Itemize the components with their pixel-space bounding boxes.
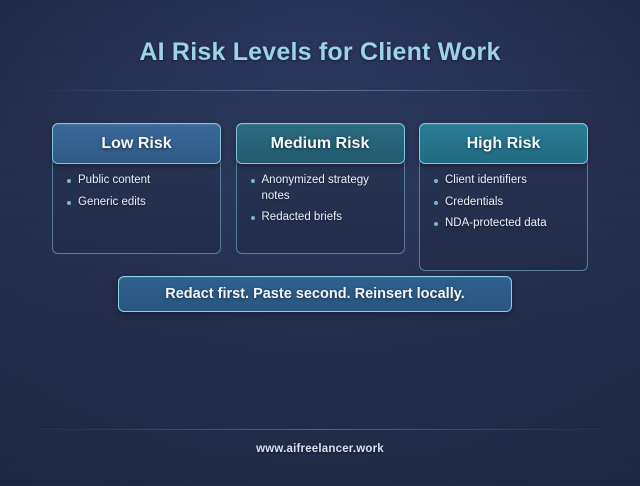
list-item: Client identifiers xyxy=(430,173,577,189)
bullet-dot-icon xyxy=(434,222,438,227)
list-item: Anonymized strategy notes xyxy=(247,173,394,204)
list-item: Public content xyxy=(63,173,210,189)
list-item-label: Credentials xyxy=(445,195,504,208)
bullet-dot-icon xyxy=(67,179,71,183)
bullet-dot-icon xyxy=(250,179,255,183)
list-item-label: Redacted briefs xyxy=(261,211,343,224)
risk-card-high: High Risk Client identifiers Credentials… xyxy=(419,123,588,271)
risk-card-header-medium: Medium Risk xyxy=(235,123,405,164)
risk-card-body-low: Public content Generic edits xyxy=(52,161,221,254)
risk-card-body-high: Client identifiers Credentials NDA-prote… xyxy=(419,161,588,271)
callout-banner: Redact first. Paste second. Reinsert loc… xyxy=(118,276,512,312)
risk-card-low: Low Risk Public content Generic edits xyxy=(52,123,221,254)
bullet-dot-icon xyxy=(434,179,438,183)
footer-divider xyxy=(36,429,604,430)
risk-card-medium: Medium Risk Anonymized strategy notes Re… xyxy=(235,123,405,254)
risk-item-list-low: Public content Generic edits xyxy=(63,173,210,210)
risk-item-list-medium: Anonymized strategy notes Redacted brief… xyxy=(247,173,394,226)
title-divider xyxy=(52,90,588,91)
risk-card-header-high: High Risk xyxy=(419,123,588,164)
bullet-dot-icon xyxy=(434,200,438,205)
bullet-dot-icon xyxy=(250,216,255,221)
list-item-label: NDA-protected data xyxy=(445,217,547,230)
list-item: Generic edits xyxy=(63,195,210,211)
footer-url: www.aifreelancer.work xyxy=(256,443,384,455)
risk-item-list-high: Client identifiers Credentials NDA-prote… xyxy=(430,173,577,232)
list-item-label: Anonymized strategy notes xyxy=(261,174,369,202)
list-item: Credentials xyxy=(430,195,577,211)
list-item: NDA-protected data xyxy=(430,216,577,232)
list-item-label: Public content xyxy=(78,174,151,186)
list-item: Redacted briefs xyxy=(247,210,394,226)
list-item-label: Client identifiers xyxy=(445,174,527,186)
risk-card-header-low: Low Risk xyxy=(52,123,221,164)
page-title: AI Risk Levels for Client Work xyxy=(139,38,501,66)
risk-card-body-medium: Anonymized strategy notes Redacted brief… xyxy=(235,161,405,254)
risk-card-group: Low Risk Public content Generic edits Me… xyxy=(52,123,588,271)
list-item-label: Generic edits xyxy=(78,195,146,208)
bullet-dot-icon xyxy=(67,200,71,205)
